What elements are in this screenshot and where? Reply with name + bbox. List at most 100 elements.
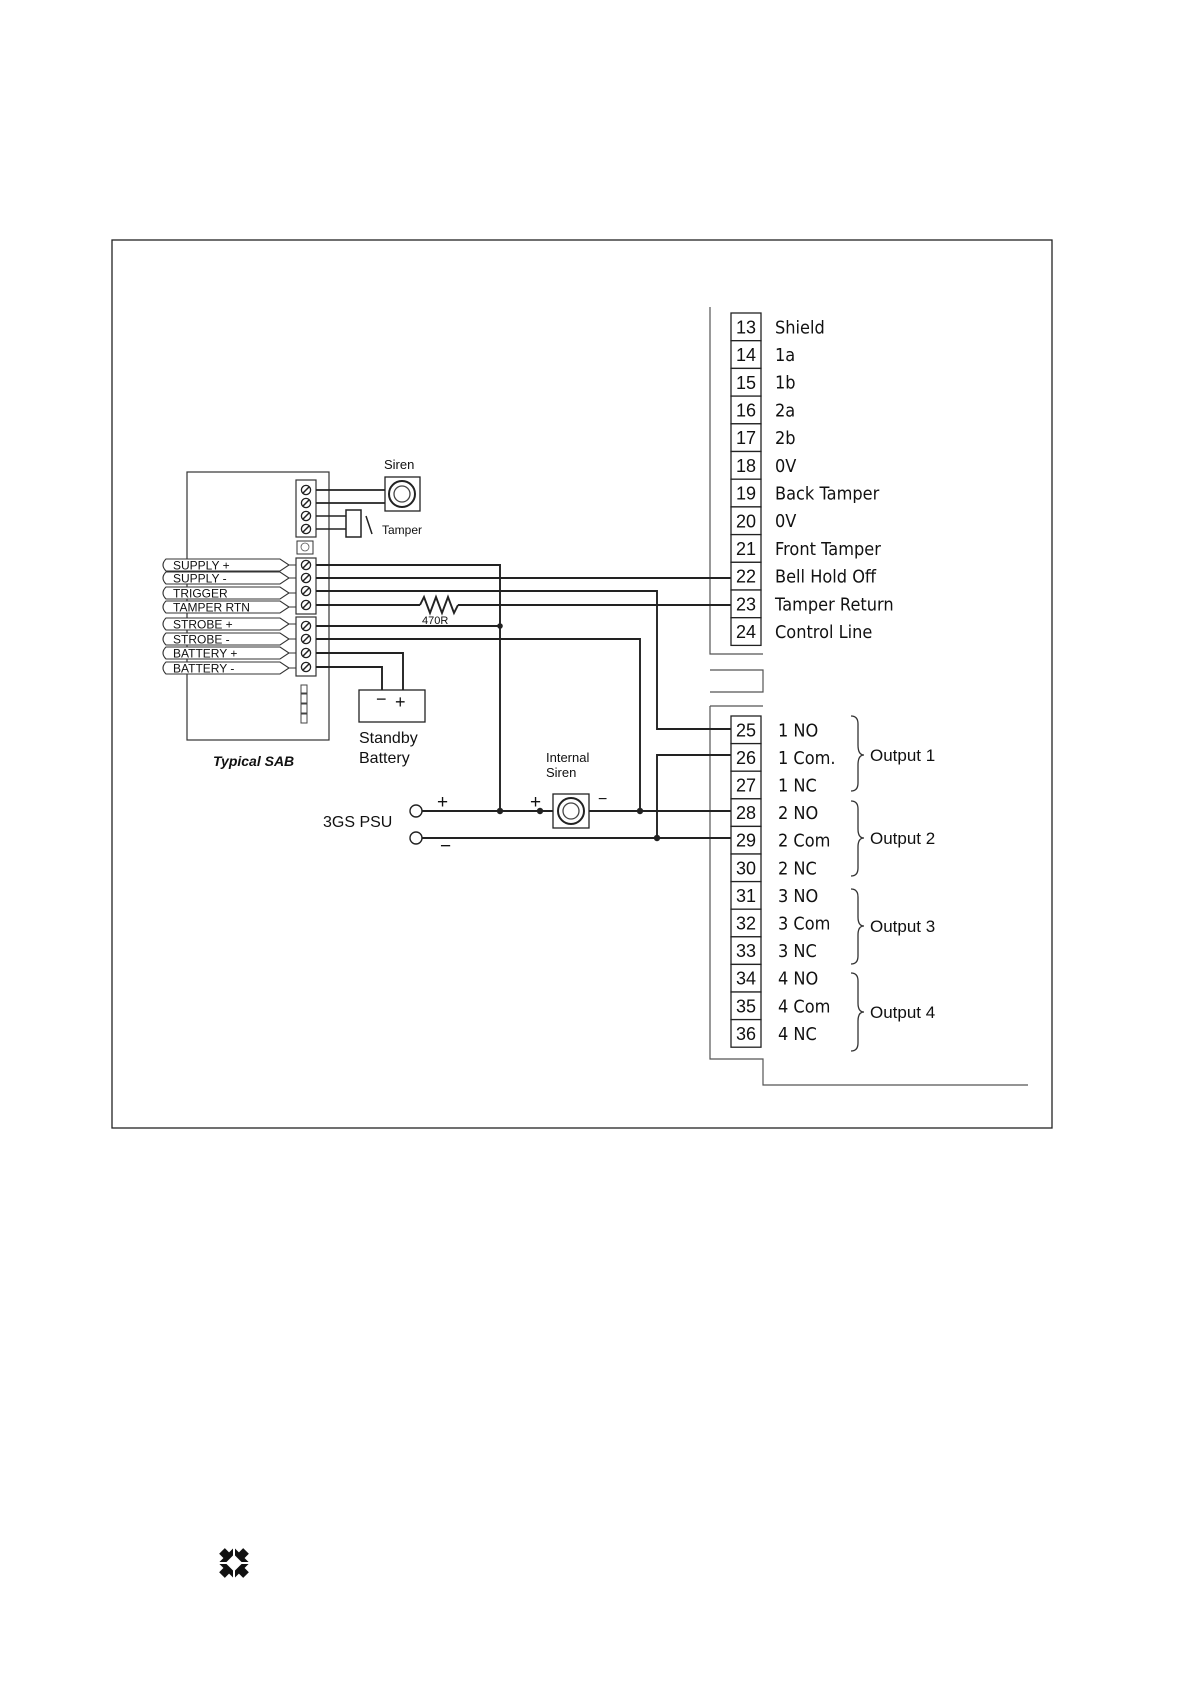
input-tag-arrow xyxy=(162,571,290,585)
terminal-number: 25 xyxy=(736,720,756,740)
diagram-frame xyxy=(111,239,1053,1129)
terminal-label: Front Tamper xyxy=(775,539,882,560)
lower-cell xyxy=(730,991,762,1021)
input-tag-arrow xyxy=(162,661,290,675)
terminal-number: 27 xyxy=(736,776,756,796)
input-tag-arrow xyxy=(162,586,290,600)
internal-siren-minus: − xyxy=(598,791,607,808)
terminal-label: 4 NC xyxy=(778,1024,817,1045)
internal-siren-label-2: Siren xyxy=(546,765,576,780)
terminal-number: 34 xyxy=(736,969,756,989)
terminal-label: Bell Hold Off xyxy=(775,567,877,588)
terminal-label: 1a xyxy=(775,345,795,366)
input-tag-label: TAMPER RTN xyxy=(173,601,250,615)
terminal-label: 0V xyxy=(775,511,797,532)
internal-siren-plus: + xyxy=(530,792,541,813)
terminal-number: 33 xyxy=(736,941,756,961)
terminal-label: 1 Com. xyxy=(778,748,836,769)
input-tag-arrow xyxy=(162,617,290,631)
terminal-number: 15 xyxy=(736,373,756,393)
terminal-number: 30 xyxy=(736,858,756,878)
terminal-label: 1 NO xyxy=(778,721,818,742)
terminal-number: 36 xyxy=(736,1024,756,1044)
terminal-label: Back Tamper xyxy=(775,484,880,505)
psu-minus: − xyxy=(440,836,451,857)
input-tag-label: BATTERY + xyxy=(173,647,237,661)
sab-pin-header xyxy=(300,684,308,724)
lower-cell xyxy=(730,825,762,855)
terminal-label: 4 NO xyxy=(778,969,818,990)
upper-cell xyxy=(730,423,762,453)
upper-cell xyxy=(730,589,762,619)
terminal-number: 32 xyxy=(736,914,756,934)
terminal-number: 23 xyxy=(736,594,756,614)
terminal-label: 2b xyxy=(775,428,796,449)
battery-plus: + xyxy=(395,692,406,712)
terminal-label: 2 Com xyxy=(778,831,830,852)
terminal-number: 19 xyxy=(736,484,756,504)
terminal-number: 22 xyxy=(736,567,756,587)
terminal-number: 13 xyxy=(736,317,756,337)
lower-cell xyxy=(730,742,762,772)
terminal-number: 14 xyxy=(736,345,756,365)
terminal-label: 2a xyxy=(775,401,795,422)
terminal-label: 4 Com xyxy=(778,997,830,1018)
sab-indicator-dot xyxy=(300,542,310,552)
sab-input-screws xyxy=(300,559,312,673)
logo-icon xyxy=(218,1547,250,1579)
terminal-number: 17 xyxy=(736,428,756,448)
terminal-number: 18 xyxy=(736,456,756,476)
sab-siren xyxy=(384,476,421,512)
terminal-number: 20 xyxy=(736,511,756,531)
terminal-label: 2 NC xyxy=(778,859,817,880)
terminal-label: 3 Com xyxy=(778,914,830,935)
sab-input-strip-2 xyxy=(295,616,317,677)
upper-cell xyxy=(730,478,762,508)
internal-siren xyxy=(552,793,590,829)
output-3-label: Output 3 xyxy=(870,917,935,936)
battery-label-2: Battery xyxy=(359,750,410,767)
sab-siren-wires xyxy=(316,489,385,504)
upper-cell xyxy=(730,450,762,480)
terminal-number: 24 xyxy=(736,622,756,642)
lower-cell xyxy=(730,715,762,745)
output-braces xyxy=(850,715,865,1052)
sab-tamper-label: Tamper xyxy=(382,523,422,537)
terminal-number: 28 xyxy=(736,803,756,823)
output-2-label: Output 2 xyxy=(870,829,935,848)
input-tag-arrow xyxy=(162,646,290,660)
sab-tamper-switch xyxy=(316,509,373,538)
terminal-label: Tamper Return xyxy=(774,595,894,616)
standby-battery xyxy=(358,689,426,723)
terminal-number: 16 xyxy=(736,400,756,420)
input-tag-label: BATTERY - xyxy=(173,662,234,676)
terminal-number: 35 xyxy=(736,996,756,1016)
terminal-number: 26 xyxy=(736,748,756,768)
upper-cell xyxy=(730,312,762,342)
terminal-label: 1 NC xyxy=(778,776,817,797)
terminal-label: 0V xyxy=(775,456,797,477)
panel-outline xyxy=(709,307,1028,1086)
terminal-label: 2 NO xyxy=(778,803,818,824)
battery-label-1: Standby xyxy=(359,730,418,747)
psu-terminals xyxy=(409,804,423,845)
input-tag-label: TRIGGER xyxy=(173,587,228,601)
wiring xyxy=(316,564,731,839)
upper-cell xyxy=(730,506,762,536)
psu-label: 3GS PSU xyxy=(323,814,392,831)
sab-siren-label: Siren xyxy=(384,457,414,472)
terminal-label: 3 NC xyxy=(778,941,817,962)
internal-siren-label-1: Internal xyxy=(546,750,589,765)
input-tag-arrow xyxy=(162,632,290,646)
psu-plus: + xyxy=(437,792,448,813)
sab-caption: Typical SAB xyxy=(213,753,294,769)
sab-indicator xyxy=(296,540,314,555)
output-1-label: Output 1 xyxy=(870,746,935,765)
upper-cell xyxy=(730,533,762,563)
terminal-label: Control Line xyxy=(775,622,872,643)
input-tag-label: SUPPLY - xyxy=(173,572,227,586)
output-labels: Output 1 Output 2 Output 3 Output 4 xyxy=(870,746,935,1022)
upper-cell xyxy=(730,617,762,647)
